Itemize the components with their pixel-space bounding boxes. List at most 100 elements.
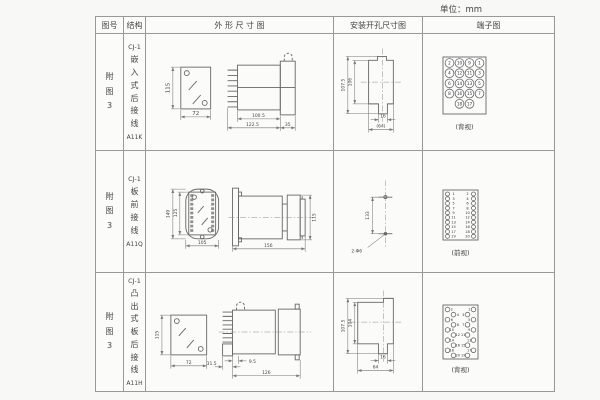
svg-text:18: 18 (457, 101, 463, 106)
dim-label: 107.5 (340, 78, 346, 91)
side-view: 9.5 31.5 126 (207, 301, 312, 379)
cell-fig-no-1: 附图3 (96, 34, 124, 151)
svg-text:17: 17 (451, 229, 456, 233)
side-view: 156 115 (228, 187, 318, 252)
view-label: (背视) (455, 122, 473, 131)
svg-text:17: 17 (467, 349, 471, 353)
dim-label: 100.5 (252, 112, 265, 118)
model-label: CJ-1 (128, 276, 141, 285)
cell-structure-3: CJ-1 凸出式板后接线 A11H (124, 273, 146, 391)
svg-text:8: 8 (466, 206, 469, 210)
svg-text:3: 3 (452, 196, 454, 200)
header-outline: 外 形 尺 寸 图 (146, 17, 334, 34)
cell-mounting-2: 133 2-Φ6 (334, 151, 423, 273)
svg-text:16: 16 (456, 343, 460, 347)
type-code: A11H (126, 380, 143, 388)
model-label: CJ-1 (128, 175, 141, 184)
svg-text:19: 19 (461, 354, 465, 358)
model-label: CJ-1 (128, 43, 141, 52)
svg-text:4: 4 (457, 313, 459, 317)
dim-label: 107.5 (340, 320, 346, 333)
cell-fig-no-3: 附图3 (96, 273, 124, 391)
front-view: 115 72 (165, 66, 212, 120)
svg-text:12: 12 (456, 333, 460, 337)
svg-text:10: 10 (457, 60, 463, 65)
dim-label: 115 (165, 82, 171, 92)
dim-label: 72 (186, 360, 192, 366)
dim-label: (64) (376, 123, 385, 129)
svg-text:16: 16 (457, 91, 463, 96)
svg-text:6: 6 (466, 201, 469, 205)
dim-label: 16 (380, 113, 386, 119)
svg-text:10: 10 (450, 328, 454, 332)
svg-text:13: 13 (467, 80, 473, 85)
svg-text:2: 2 (451, 308, 453, 312)
fig-no-label: 附图3 (105, 72, 114, 111)
svg-text:14: 14 (457, 80, 463, 85)
svg-text:9: 9 (468, 60, 471, 65)
dim-label: 126 (262, 370, 271, 376)
svg-text:9: 9 (452, 211, 455, 215)
svg-text:14: 14 (450, 338, 454, 342)
header-structure: 结构 (124, 17, 146, 34)
svg-text:15: 15 (467, 91, 473, 96)
side-view: 100.5 122.5 35 (227, 52, 296, 131)
mounting-hole-drawing-a11q: 133 2-Φ6 (351, 179, 393, 254)
svg-text:5: 5 (478, 80, 481, 85)
mounting-hole-drawing-a11k: 107.5 106 16 (64) (340, 48, 403, 133)
front-view: 149 125 105 (165, 188, 220, 249)
svg-text:6: 6 (448, 80, 451, 85)
cell-fig-no-2: 附图3 (96, 151, 124, 273)
view-label: (背视) (451, 365, 469, 374)
cell-structure-1: CJ-1 嵌入式后接线 A11K (124, 34, 146, 151)
dim-label: 16 (380, 355, 386, 361)
dim-label: 125 (173, 208, 179, 217)
svg-text:12: 12 (457, 70, 463, 75)
mounting-hole-drawing-a11h: 107.5 104 16 64 (340, 290, 402, 374)
dim-label: 72 (192, 110, 199, 116)
header-mounting: 安装开孔尺寸图 (334, 17, 423, 34)
svg-text:16: 16 (465, 225, 470, 229)
outline-drawing-a11h: 115 72 9.5 (154, 301, 312, 379)
dim-label: 9.5 (249, 359, 256, 365)
dim-label: 156 (264, 242, 273, 248)
svg-text:3: 3 (462, 313, 464, 317)
svg-text:8: 8 (457, 323, 459, 327)
svg-text:1: 1 (478, 60, 481, 65)
svg-text:11: 11 (461, 333, 465, 337)
svg-text:15: 15 (451, 225, 456, 229)
svg-text:9: 9 (468, 328, 470, 332)
svg-text:11: 11 (467, 70, 473, 75)
svg-text:7: 7 (452, 206, 454, 210)
dim-label: 104 (347, 319, 353, 328)
dim-label: 115 (312, 213, 318, 222)
svg-text:2: 2 (448, 60, 451, 65)
dim-label: 133 (365, 211, 371, 220)
header-terminal: 端子图 (423, 17, 554, 34)
dim-label: 31.5 (207, 361, 217, 367)
dimension-table: 图号 结构 外 形 尺 寸 图 安装开孔尺寸图 端子图 附图3 CJ-1 嵌入式… (95, 16, 555, 392)
cell-outline-2: 149 125 105 (146, 151, 334, 273)
type-code: A11K (126, 133, 143, 141)
dim-label: 122.5 (246, 121, 259, 127)
cell-outline-1: 115 72 100.5 122.5 35 (146, 34, 334, 151)
dim-label: 2-Φ6 (351, 248, 362, 254)
structure-name: 凸出式板后接线 (130, 288, 139, 375)
svg-text:5: 5 (468, 318, 470, 322)
dim-label: 64 (373, 365, 379, 371)
unit-label: 单位：mm (440, 5, 483, 15)
svg-text:8: 8 (448, 91, 451, 96)
dim-label: 35 (285, 121, 291, 127)
svg-text:17: 17 (467, 101, 473, 106)
outline-drawing-a11k: 115 72 100.5 122.5 35 (165, 52, 296, 131)
